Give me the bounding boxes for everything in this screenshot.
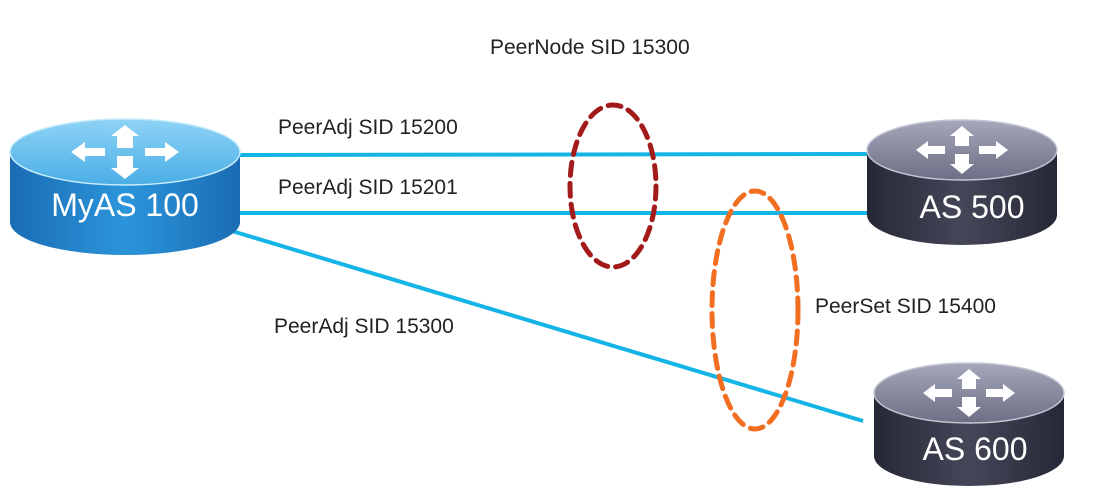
link-peeradj-15200 — [237, 152, 869, 157]
peerset-group-ellipse — [709, 188, 801, 432]
router-arrows-icon — [923, 369, 1015, 417]
router-label-myas: MyAS 100 — [51, 187, 199, 223]
router-label-as600: AS 600 — [923, 431, 1028, 467]
peerset-sid-label: PeerSet SID 15400 — [815, 295, 996, 318]
router-as-500[interactable] — [866, 119, 1058, 245]
link-peeradj-15300 — [221, 226, 864, 423]
router-as-600[interactable] — [873, 362, 1065, 486]
router-myas-100[interactable] — [9, 118, 241, 255]
peernode-group-ellipse — [567, 102, 659, 270]
peeradj-sid-15201-label: PeerAdj SID 15201 — [278, 176, 458, 199]
peeradj-sid-15300-label: PeerAdj SID 15300 — [274, 315, 454, 338]
router-label-as500: AS 500 — [920, 189, 1025, 225]
router-arrows-icon — [916, 126, 1008, 174]
peernode-sid-label: PeerNode SID 15300 — [490, 36, 690, 59]
peeradj-sid-15200-label: PeerAdj SID 15200 — [278, 116, 458, 139]
router-arrows-icon — [71, 125, 179, 179]
